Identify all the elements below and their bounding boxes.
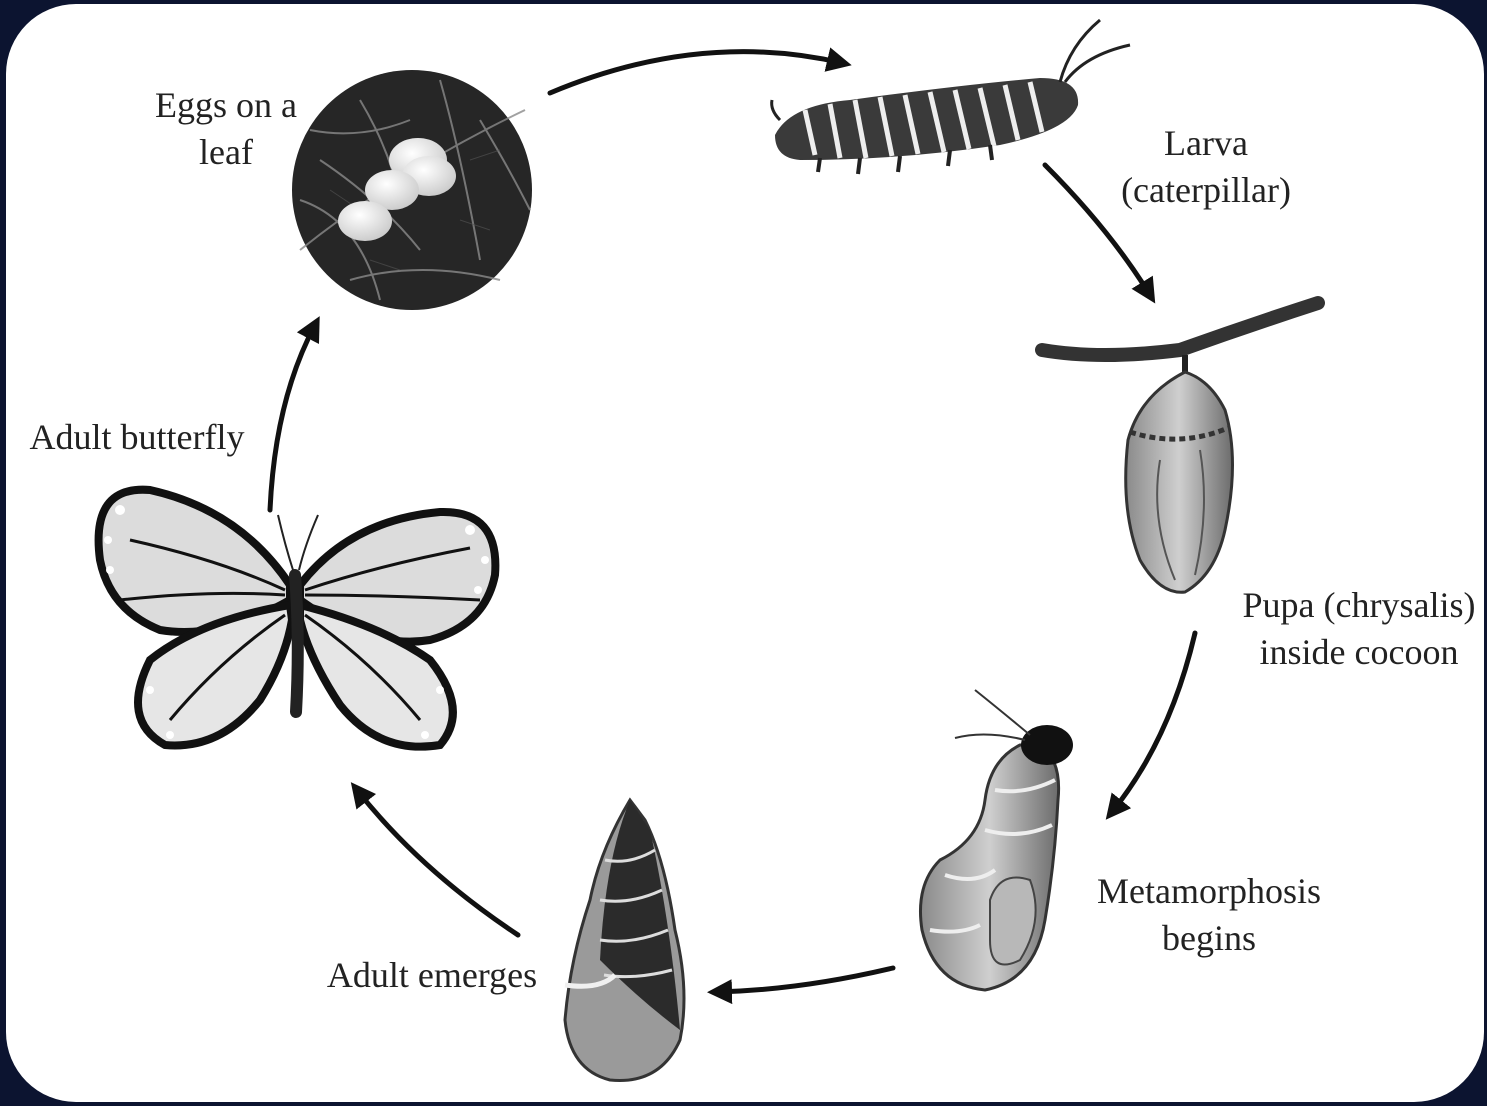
label-adult-emerges: Adult emerges [314, 952, 550, 999]
arrow-metamorphosis-to-emerges [717, 968, 893, 992]
arrow-pupa-to-metamorphosis [1112, 633, 1195, 812]
butterfly-illustration [99, 490, 496, 747]
arrow-adult-to-eggs [270, 325, 315, 510]
metamorphosis-illustration [920, 690, 1073, 990]
caterpillar-illustration [772, 20, 1130, 174]
arrow-eggs-to-larva [550, 52, 842, 93]
chrysalis-illustration [1042, 303, 1318, 592]
label-pupa: Pupa (chrysalis)inside cocoon [1234, 582, 1484, 676]
adult-emerges-illustration [565, 800, 684, 1081]
label-larva: Larva(caterpillar) [1106, 120, 1306, 214]
label-eggs-on-leaf: Eggs on aleaf [141, 82, 311, 176]
label-metamorphosis: Metamorphosisbegins [1084, 868, 1334, 962]
eggs-on-leaf-illustration [292, 70, 532, 310]
arrow-emerges-to-adult [357, 790, 518, 935]
diagram-panel: Eggs on aleaf Larva(caterpillar) Pupa (c… [6, 4, 1484, 1102]
label-adult-butterfly: Adult butterfly [12, 414, 262, 461]
